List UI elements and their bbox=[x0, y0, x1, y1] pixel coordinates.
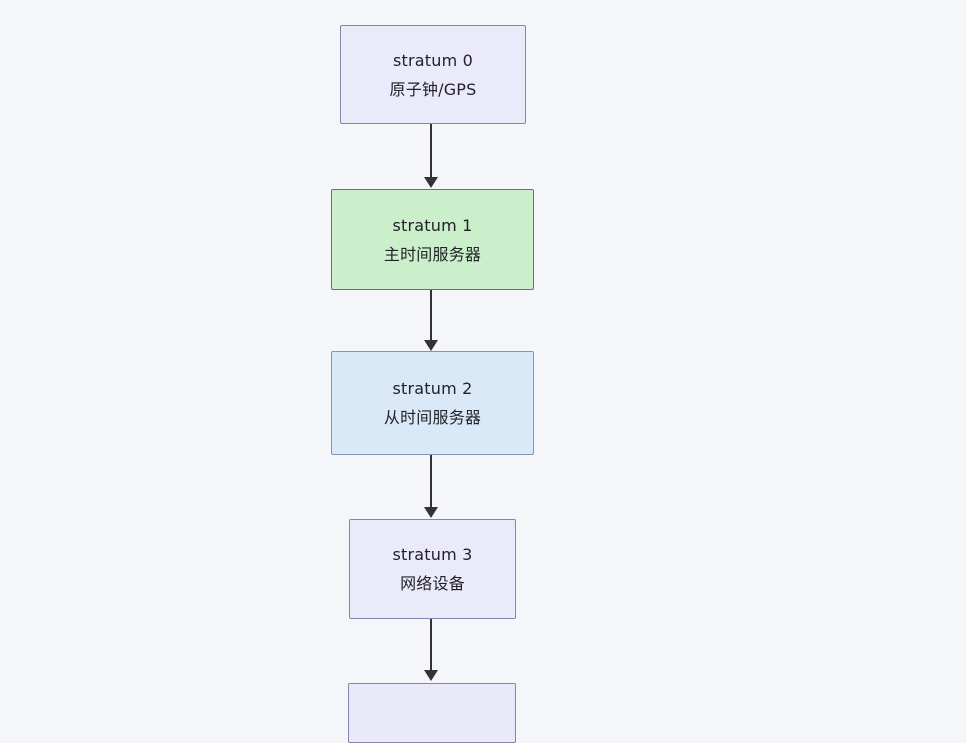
node-stratum-2: stratum 2 从时间服务器 bbox=[331, 351, 534, 455]
arrow-stratum2-to-stratum3 bbox=[424, 455, 438, 518]
node-stratum-2-title: stratum 2 bbox=[392, 379, 473, 398]
node-stratum-1: stratum 1 主时间服务器 bbox=[331, 189, 534, 290]
arrow-stratum3-to-next bbox=[424, 619, 438, 681]
node-stratum-1-subtitle: 主时间服务器 bbox=[383, 244, 482, 264]
node-stratum-3-subtitle: 网络设备 bbox=[400, 574, 465, 593]
node-stratum-3-title: stratum 3 bbox=[392, 545, 473, 564]
flowchart-canvas: stratum 0 原子钟/GPS stratum 1 主时间服务器 strat… bbox=[331, 25, 534, 743]
node-stratum-3: stratum 3 网络设备 bbox=[349, 519, 516, 619]
node-stratum-0-title: stratum 0 bbox=[392, 50, 474, 70]
node-stratum-2-subtitle: 从时间服务器 bbox=[383, 408, 482, 427]
node-stratum-1-title: stratum 1 bbox=[392, 215, 473, 235]
arrow-stratum1-to-stratum2 bbox=[424, 290, 438, 351]
arrow-stratum0-to-stratum1 bbox=[424, 124, 438, 188]
node-stratum-4-partial bbox=[348, 683, 516, 743]
node-stratum-0: stratum 0 原子钟/GPS bbox=[340, 25, 526, 124]
node-stratum-0-subtitle: 原子钟/GPS bbox=[389, 79, 477, 99]
